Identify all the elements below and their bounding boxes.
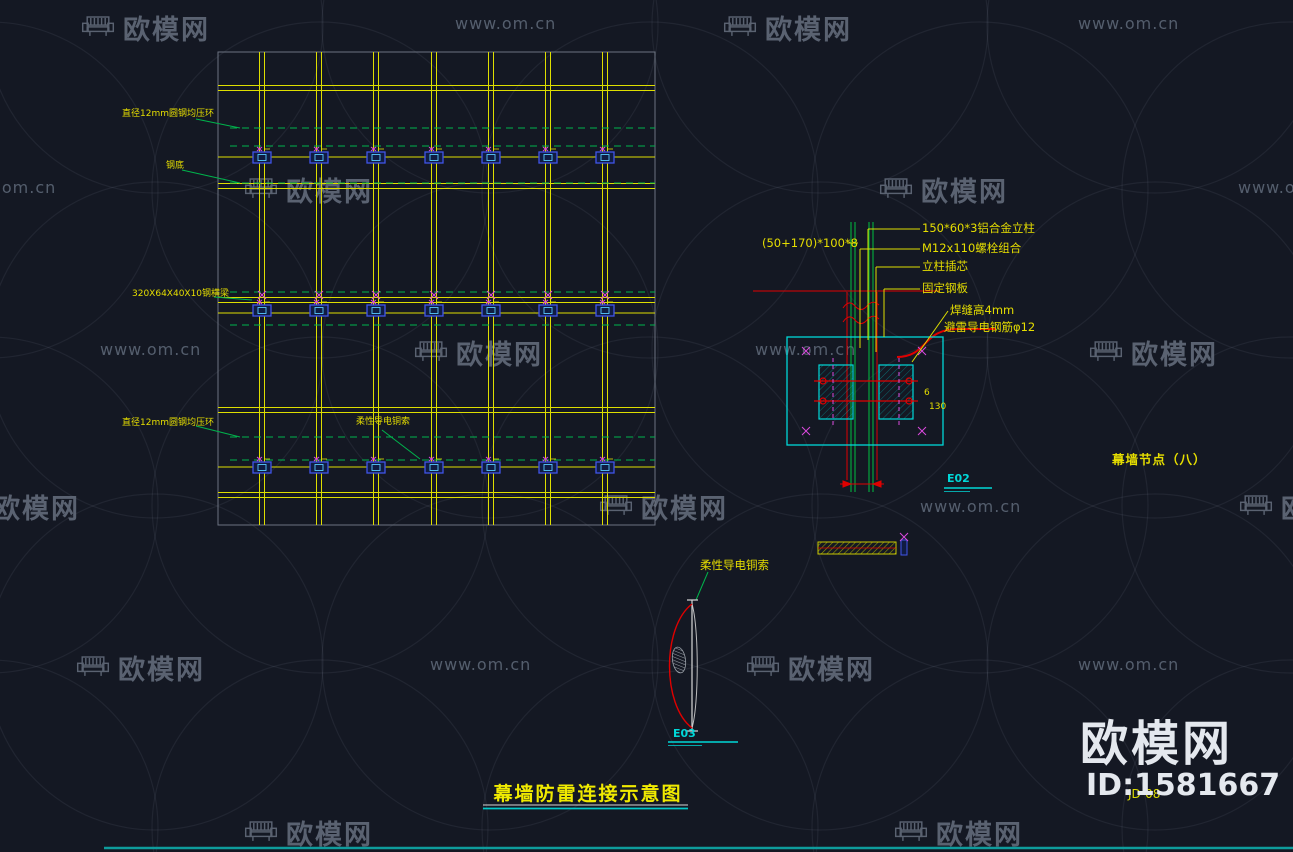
annotation-steel-base: 钢底 [166, 161, 185, 171]
annotation-ring-clamp-bottom: 直径12mm圆钢均压环 [122, 418, 214, 428]
watermark-url: www.om.cn [0, 178, 57, 197]
watermark-logo-text: 欧模网 [123, 15, 210, 46]
mullions-and-transoms [218, 51, 655, 526]
watermark-logo: 欧模网 [243, 170, 373, 209]
watermark-logo: 欧模网 [878, 170, 1008, 209]
sofa-icon [878, 176, 914, 204]
brand-model-id: ID:1581667 [1086, 768, 1281, 803]
conductive-cable-detail [668, 571, 738, 746]
drawing-title: 幕墙防雷连接示意图 [493, 783, 683, 805]
lightning-connector-symbols [252, 146, 615, 474]
equipotential-ring-dashed-lines [230, 127, 655, 461]
column-tube-left [818, 364, 854, 420]
section-bar-detail [817, 532, 909, 556]
watermark-logo: 欧模网 [75, 648, 205, 687]
watermark-url: www.om.cn [1238, 178, 1293, 197]
watermark-logo: 欧模网 [1088, 333, 1218, 372]
cable-detail-label: 柔性导电铜索 [700, 558, 769, 572]
centerline-marks [801, 346, 927, 436]
dim-130-label: 130 [929, 402, 947, 412]
callout-column-insert: 立柱插芯 [922, 259, 968, 273]
annotation-steel-beam: 320X64X40X10钢横梁 [132, 289, 230, 299]
mullion-section-line [687, 599, 698, 732]
sofa-icon [75, 654, 111, 682]
aluminum-column-lines [850, 222, 874, 492]
watermark-url: www.om.cn [430, 655, 532, 674]
node-caption: 幕墙节点（八） [1112, 452, 1207, 467]
dim-6-label: 6 [924, 388, 930, 398]
callout-leader-lines [848, 228, 949, 363]
watermark-logo: 欧模网 [413, 333, 543, 372]
callout-fixed-plate: 固定钢板 [922, 281, 968, 295]
curtain-wall-elevation [181, 51, 656, 526]
brand-logo-text: 欧模网 [1080, 716, 1234, 772]
callout-weld-height: 焊缝高4mm [950, 303, 1015, 317]
watermark-url: www.om.cn [1078, 655, 1180, 674]
watermark-url: www.om.cn [1078, 14, 1180, 33]
watermark-logo: 欧模网 [243, 813, 373, 852]
cable-arc [668, 603, 693, 729]
annotation-leader-lines [181, 118, 421, 460]
annotation-ring-clamp-top: 直径12mm圆钢均压环 [122, 109, 214, 119]
drawing-code: JD-08 [1128, 787, 1161, 801]
watermark-url: www.om.cn [920, 497, 1022, 516]
annotation-flexible-cable: 柔性导电铜索 [356, 417, 411, 427]
sofa-icon [893, 819, 929, 847]
lightning-rebar-curve [896, 328, 996, 358]
fixed-steel-plate [786, 336, 944, 446]
watermark-url: www.om.cn [455, 14, 557, 33]
sofa-icon [243, 819, 279, 847]
node-detail-drawing [753, 222, 996, 556]
sofa-icon [80, 14, 116, 42]
callout-aluminum-column: 150*60*3铝合金立柱 [922, 221, 1035, 235]
dim-left-label: (50+170)*100*8 [762, 236, 858, 250]
watermark-url: www.om.cn [100, 340, 202, 359]
sofa-icon [1088, 339, 1124, 367]
cable-clamp-hatch [671, 646, 687, 674]
sofa-icon [722, 14, 758, 42]
sofa-icon [1238, 493, 1274, 521]
watermark-logo: 欧模网 [893, 813, 1023, 852]
bolt-set-lines [814, 377, 918, 405]
sofa-icon [745, 654, 781, 682]
watermark-logo: 欧模网 [745, 648, 875, 687]
callout-lightning-rebar: 避雷导电钢筋φ12 [944, 320, 1036, 334]
watermark-logo: 欧模网 [80, 8, 210, 47]
detail-ref-e02: E02 [947, 472, 970, 485]
watermark-logo: 欧模网 [722, 8, 852, 47]
detail-ref-e03: E03 [673, 727, 696, 740]
column-tube-right [878, 364, 914, 420]
watermark-logo: 欧模网 [1238, 487, 1293, 526]
callout-bolt-set: M12x110螺栓组合 [922, 241, 1022, 255]
watermark-logo: 欧模网 [0, 494, 80, 525]
